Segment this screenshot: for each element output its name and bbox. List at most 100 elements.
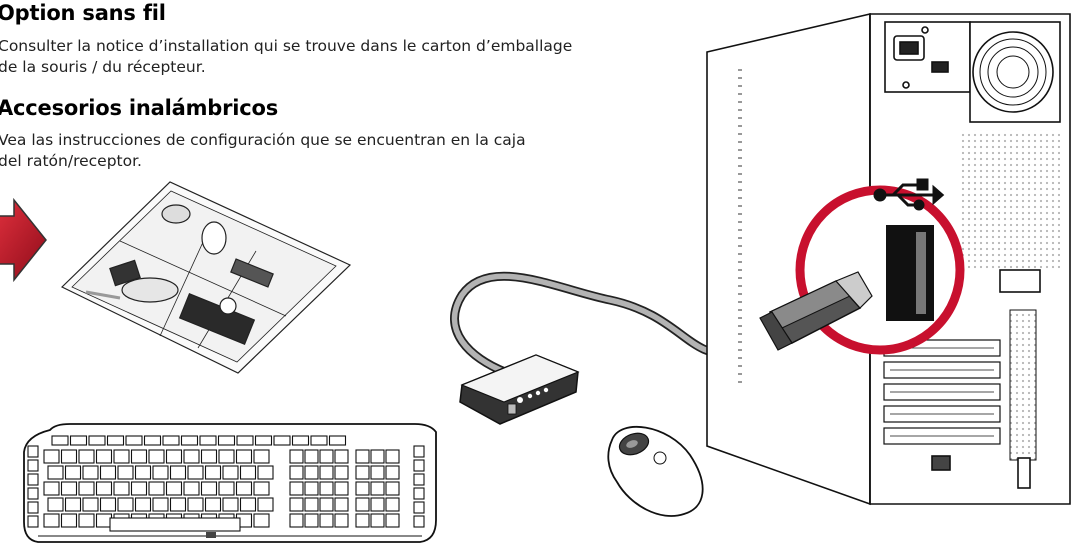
keyboard-key [304,497,319,512]
keyboard-key [304,465,319,480]
keyboard-key [88,435,106,446]
keyboard-key [291,435,310,446]
instructions-french-line-2: de la souris / du récepteur. [0,58,206,76]
keyboard-key [385,465,400,480]
keyboard-key [328,435,347,446]
keyboard-key [134,497,152,512]
keyboard-key [95,449,113,464]
keyboard-key [204,497,222,512]
keyboard-key [169,465,187,480]
keyboard-key [78,449,95,464]
arrow-right-icon [0,197,47,283]
keyboard-key [165,481,183,496]
side-key [27,501,39,514]
keyboard-key [217,435,236,446]
keyboard-key [289,497,304,512]
keyboard-key [51,435,69,446]
keyboard-key [236,435,254,446]
heading-spanish: Accesorios inalámbricos [0,96,279,120]
keyboard-key [60,513,78,528]
keyboard-key [289,481,304,496]
keyboard-key [117,465,134,480]
keyboard-key [319,465,334,480]
setup-poster [60,181,352,374]
instructions-spanish-line-1: Vea las instrucciones de configuración q… [0,131,526,149]
keyboard-key [222,465,239,480]
usb-connector [759,271,873,351]
keyboard-key [106,435,125,446]
instructions-french: Consulter la notice d’installation qui s… [0,36,572,78]
keyboard-key [319,497,334,512]
keyboard-key [385,481,400,496]
heading-french: Option sans fil [0,1,166,25]
keyboard-key [319,481,334,496]
side-key [27,487,39,500]
keyboard-key [289,465,304,480]
wireless-mouse [607,426,704,517]
keyboard-key [319,449,334,464]
keyboard-key [370,497,385,512]
keyboard-key [134,465,152,480]
keyboard-key [334,449,349,464]
keyboard-key [355,513,370,528]
keyboard-key [99,497,117,512]
side-key [413,473,425,486]
keyboard-key [78,481,95,496]
keyboard-key [257,465,274,480]
keyboard-key [239,465,257,480]
keyboard-key [370,449,385,464]
keyboard-key [165,449,183,464]
keyboard-key [385,497,400,512]
keyboard-key [99,465,117,480]
keyboard-key [204,465,222,480]
keyboard-key [64,465,82,480]
keyboard-key [43,513,60,528]
keyboard-key [289,449,304,464]
keyboard-key [253,481,270,496]
keyboard-key [82,497,99,512]
keyboard-key [95,513,113,528]
keyboard-key [152,465,169,480]
instructions-french-line-1: Consulter la notice d’installation qui s… [0,37,573,55]
keyboard-key [319,513,334,528]
keyboard-key [355,481,370,496]
keyboard-key [148,481,165,496]
keyboard-key [200,481,218,496]
keyboard-key [370,481,385,496]
keyboard-key [355,465,370,480]
keyboard-key [199,435,217,446]
side-key [27,459,39,472]
keyboard-key [370,465,385,480]
hp-logo-icon [653,451,667,465]
side-key [413,487,425,500]
keyboard-key [125,435,143,446]
keyboard-key [60,481,78,496]
keyboard-key [47,465,64,480]
keyboard-key [60,449,78,464]
keyboard-key [43,481,60,496]
keyboard-key [304,481,319,496]
side-key [27,473,39,486]
keyboard-key [254,435,273,446]
keyboard-key [113,481,130,496]
keyboard-key [222,497,239,512]
hp-logo-icon [206,532,216,538]
keyboard-key [187,497,204,512]
keyboard-key [218,449,235,464]
keyboard-key [253,449,270,464]
keyboard-key [69,435,88,446]
keyboard-key [130,449,148,464]
keyboard-key [82,465,99,480]
keyboard-key [334,497,349,512]
instructions-spanish: Vea las instrucciones de configuración q… [0,130,526,172]
side-key [413,459,425,472]
keyboard-key [239,497,257,512]
keyboard-key [148,449,165,464]
keyboard-key [310,435,328,446]
keyboard-key [64,497,82,512]
keyboard-key [169,497,187,512]
keyboard-key [200,449,218,464]
keyboard-key [334,481,349,496]
usb-receiver [450,271,780,425]
side-key [413,515,425,528]
